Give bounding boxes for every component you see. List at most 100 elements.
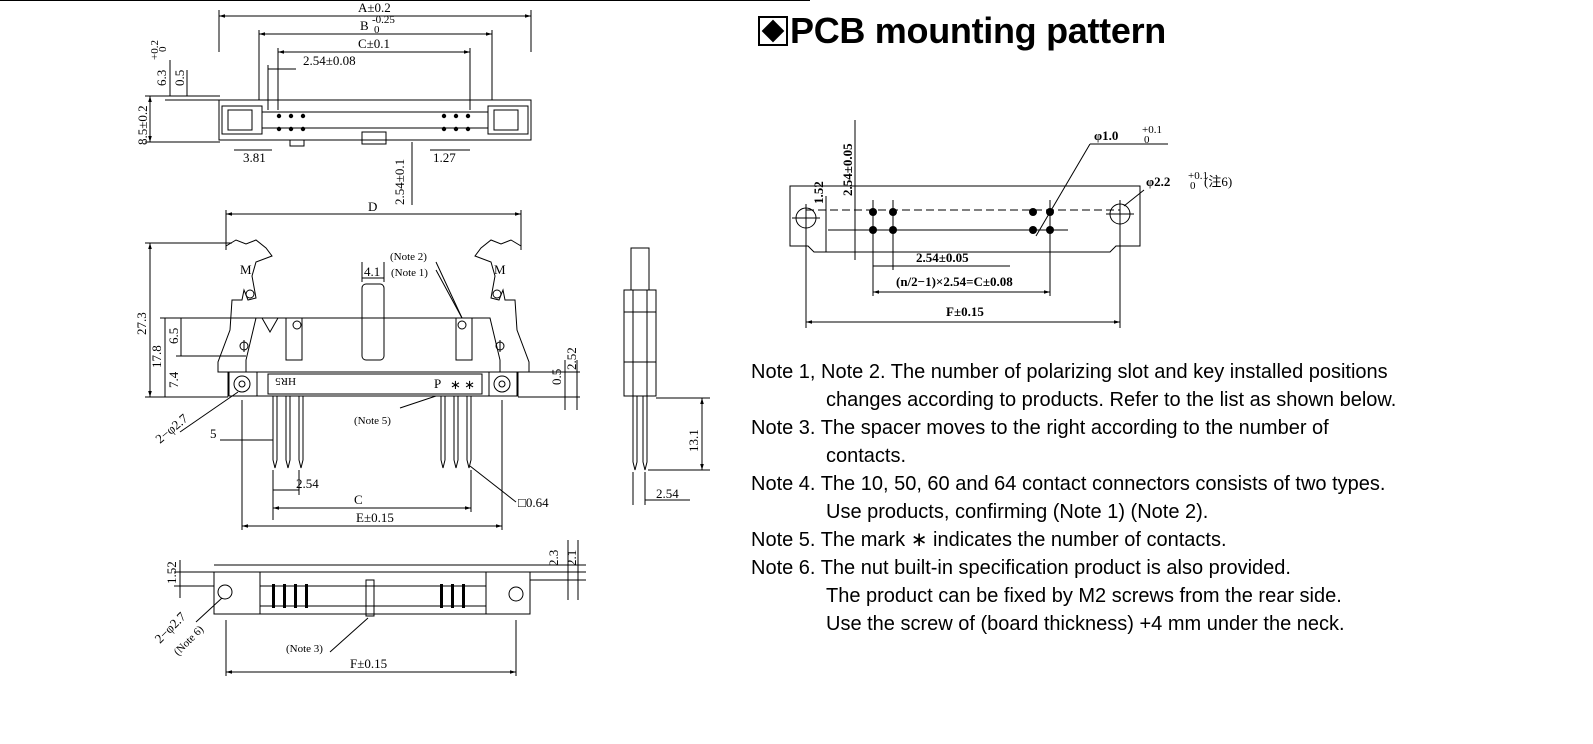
latch-mark-right: M bbox=[494, 262, 506, 277]
dim-254h-label: 2.54±0.05 bbox=[916, 250, 969, 265]
pcb-pattern-labels: φ1.0 +0.1 0 φ2.2 +0.1 0 (注6) 1.52 2.54±0… bbox=[811, 124, 1232, 319]
notes-block: Note 1, Note 2. The number of polarizing… bbox=[751, 358, 1471, 638]
dim-b-tol-bot: 0 bbox=[374, 24, 380, 36]
note3-leader bbox=[329, 617, 369, 653]
note-4-cont: Use products, confirming (Note 1) (Note … bbox=[826, 501, 1209, 523]
front-view bbox=[145, 210, 580, 530]
section-heading: PCB mounting pattern bbox=[758, 10, 1166, 52]
pin bbox=[298, 396, 304, 469]
front-notch bbox=[261, 317, 279, 334]
note5-leader bbox=[399, 395, 437, 409]
pcb-outline bbox=[789, 185, 1141, 253]
dim-b-tol-top: -0.25 bbox=[372, 14, 395, 26]
bottom-hole-left bbox=[217, 584, 233, 600]
side-pin bbox=[632, 396, 638, 471]
hole-leader bbox=[195, 597, 223, 623]
dim-178-label: 17.8 bbox=[149, 345, 164, 368]
dim-63-tol-bot: 0 bbox=[157, 46, 169, 52]
dim-254-label: 2.54±0.1 bbox=[392, 159, 407, 205]
dim-b-label: B bbox=[360, 18, 369, 33]
latch-pivot bbox=[245, 289, 255, 299]
bottom-left-block bbox=[213, 571, 261, 615]
note2-label: (Note 2) bbox=[390, 251, 427, 263]
top-view-labels: A±0.2 B -0.25 0 C±0.1 2.54±0.08 6.3 +0.2… bbox=[135, 0, 456, 205]
diamond-icon bbox=[758, 16, 788, 46]
mount-right bbox=[488, 371, 518, 397]
top-left-latch bbox=[221, 105, 263, 135]
pin bbox=[285, 396, 291, 469]
hole-large-leader bbox=[1123, 189, 1145, 207]
top-view-pins bbox=[276, 113, 471, 132]
polarizing-slot-left bbox=[285, 318, 303, 361]
top-view bbox=[145, 10, 532, 205]
note-6-cont-2: Use the screw of (board thickness) +4 mm… bbox=[826, 613, 1345, 635]
right-latch bbox=[474, 239, 530, 373]
hole-large-note: (注6) bbox=[1204, 174, 1232, 189]
note-label: Note 6. bbox=[751, 557, 816, 579]
note-text: The mark ∗ indicates the number of conta… bbox=[820, 529, 1227, 551]
left-latch bbox=[217, 239, 273, 373]
front-view-labels: D (Note 2) (Note 1) 4.1 M M 27.3 17.8 6.… bbox=[134, 199, 579, 525]
dim-127-label: 1.27 bbox=[433, 150, 456, 165]
bottom-body bbox=[213, 571, 531, 615]
top-right-boss bbox=[493, 109, 519, 131]
dim-41-label: 4.1 bbox=[364, 264, 380, 279]
note-leader bbox=[435, 269, 463, 319]
pitch-label: 2.54±0.08 bbox=[303, 53, 356, 68]
note-text: The nut built-in specification product i… bbox=[820, 557, 1291, 579]
dim-254-label: 2.54 bbox=[656, 486, 679, 501]
note-3: Note 3. The spacer moves to the right ac… bbox=[751, 414, 1471, 442]
latch-mark-left: M bbox=[240, 262, 252, 277]
body-label: HR5 bbox=[275, 375, 296, 387]
mount-hole-left bbox=[233, 375, 251, 393]
dim-63-label: 6.3 bbox=[154, 70, 169, 86]
side-view-labels: 13.1 2.54 bbox=[656, 429, 701, 501]
dim-f-label: F±0.15 bbox=[946, 304, 984, 319]
hole-small-label: φ1.0 bbox=[1094, 128, 1118, 143]
note-6-cont-1: The product can be fixed by M2 screws fr… bbox=[826, 585, 1342, 607]
front-view-marks bbox=[239, 320, 505, 352]
dim-381-label: 3.81 bbox=[243, 150, 266, 165]
bottom-right-block bbox=[485, 571, 531, 615]
side-view bbox=[623, 247, 710, 505]
body-p-label: P bbox=[434, 376, 441, 391]
bottom-view-labels: 1.52 2.3 2.1 2−φ2.7 (Note 6) (Note 3) F±… bbox=[152, 550, 579, 671]
top-left-boss bbox=[227, 109, 253, 131]
dim-65-label: 6.5 bbox=[166, 328, 181, 344]
hole-large-label: φ2.2 bbox=[1146, 174, 1170, 189]
hole-leader bbox=[179, 391, 239, 433]
top-spacer bbox=[361, 131, 387, 145]
note-4: Note 4. The 10, 50, 60 and 64 contact co… bbox=[751, 470, 1471, 498]
note-label: Note 4. bbox=[751, 473, 816, 495]
dim-273-label: 27.3 bbox=[134, 312, 149, 335]
note-text: The 10, 50, 60 and 64 contact connectors… bbox=[820, 473, 1386, 495]
bottom-view-pins bbox=[272, 584, 465, 608]
polarizing-key bbox=[361, 283, 385, 361]
dim-c-label: C bbox=[354, 492, 363, 507]
side-key bbox=[630, 247, 650, 291]
bottom-spacer bbox=[365, 579, 375, 617]
pcb-pattern-holes bbox=[869, 208, 1054, 234]
dim-05-label: 0.5 bbox=[549, 369, 564, 385]
note1-label: (Note 1) bbox=[391, 267, 428, 279]
formula-label: (n/2−1)×2.54=C±0.08 bbox=[896, 274, 1013, 289]
pin-sq-label: □0.64 bbox=[518, 495, 549, 510]
dim-05-label: 0.5 bbox=[172, 70, 187, 86]
body-stars-label: ∗ ∗ bbox=[450, 377, 475, 392]
side-pin bbox=[642, 396, 648, 471]
dim-254v-label: 2.54±0.05 bbox=[840, 143, 855, 196]
dim-21-label: 2.1 bbox=[564, 550, 579, 566]
note5-label: (Note 5) bbox=[354, 415, 391, 427]
top-body bbox=[218, 99, 532, 141]
note-3-cont: contacts. bbox=[826, 445, 907, 467]
note-text: The number of polarizing slot and key in… bbox=[890, 361, 1388, 383]
polarizing-slot-right bbox=[455, 318, 473, 361]
hole-small-tol-bot: 0 bbox=[1144, 134, 1150, 146]
note3-label: (Note 3) bbox=[286, 643, 323, 655]
top-tab bbox=[289, 139, 305, 147]
side-body bbox=[623, 289, 657, 397]
dim-85-label: 8.5±0.2 bbox=[135, 105, 150, 145]
mount-left bbox=[228, 371, 258, 397]
dim-254-label: 2.54 bbox=[296, 476, 319, 491]
